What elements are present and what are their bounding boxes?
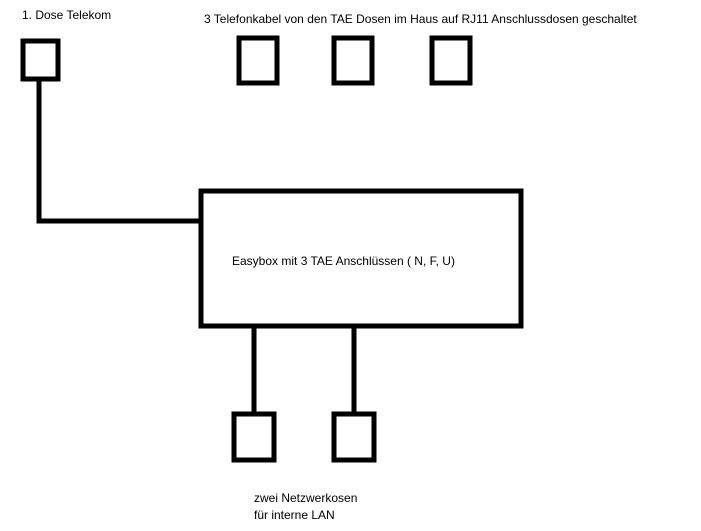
lan-socket-box-2 <box>331 411 377 463</box>
lan-sockets-label-line-1: zwei Netzwerkosen <box>254 491 358 505</box>
telekom-socket-box <box>20 38 61 82</box>
lan-sockets-label-line-2: für interne LAN <box>254 508 335 522</box>
easybox-label: Easybox mit 3 TAE Anschlüssen ( N, F, U) <box>232 254 455 268</box>
phone-cables-label: 3 Telefonkabel von den TAE Dosen im Haus… <box>204 12 637 26</box>
rj11-socket-box-2 <box>331 35 375 86</box>
easybox-box <box>198 188 524 329</box>
lan-socket-box-1 <box>231 411 277 463</box>
rj11-socket-box-1 <box>236 35 280 86</box>
telekom-socket-label: 1. Dose Telekom <box>22 8 112 22</box>
telekom-to-easybox-line <box>36 79 201 224</box>
rj11-socket-box-3 <box>429 35 473 86</box>
